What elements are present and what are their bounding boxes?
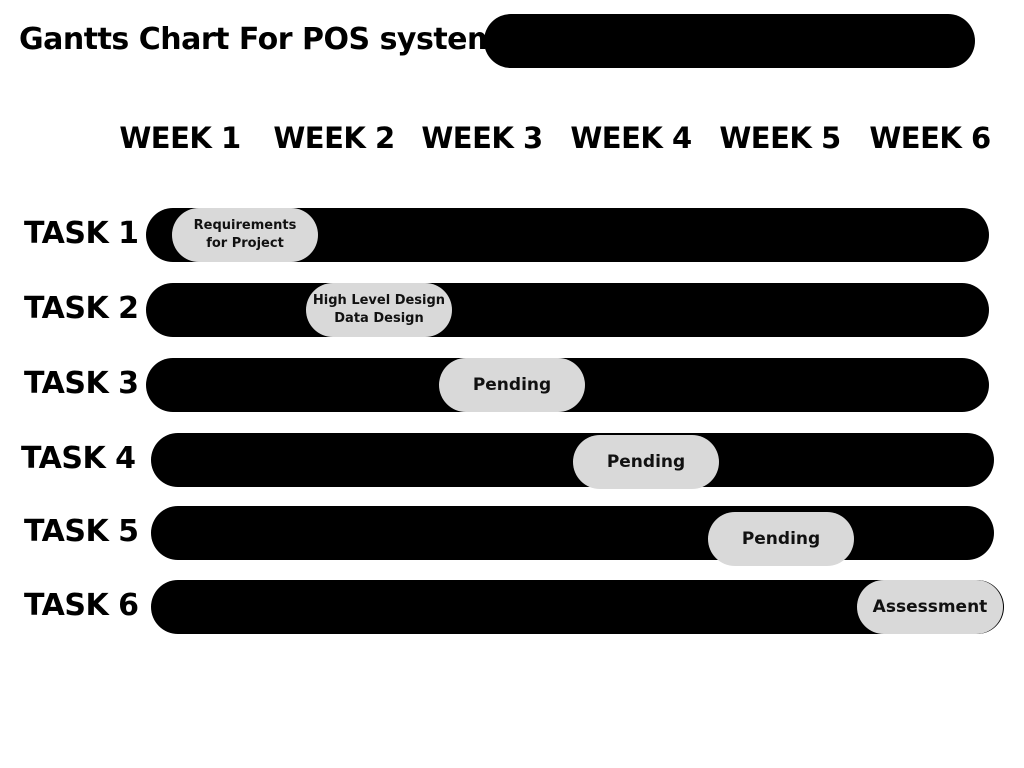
week-label: WEEK 2 xyxy=(273,121,395,155)
task-bar-text: Assessment xyxy=(873,596,988,619)
task-bar-label: High Level Design xyxy=(312,293,446,309)
task-bar-label: Data Design xyxy=(334,311,424,326)
week-label: WEEK 3 xyxy=(421,121,543,155)
task-bar-text: Requirements for Project xyxy=(194,217,297,252)
task-bar: Pending xyxy=(439,358,585,412)
task-bar-text: Pending xyxy=(607,451,685,474)
week-label: WEEK 5 xyxy=(719,121,841,155)
task-label: TASK 5 xyxy=(24,514,139,549)
task-bar: Pending xyxy=(573,435,719,489)
task-bar-label: Requirements xyxy=(193,218,297,234)
task-bar-text: Pending xyxy=(742,528,820,551)
task-track xyxy=(151,433,994,487)
chart-title: Gantts Chart For POS system xyxy=(19,22,498,57)
task-bar-label: Assessment xyxy=(872,596,988,617)
task-bar-text: Pending xyxy=(473,374,551,397)
week-label: WEEK 1 xyxy=(119,121,241,155)
task-bar-label: for Project xyxy=(206,236,284,251)
task-label: TASK 4 xyxy=(21,441,136,476)
task-bar: Pending xyxy=(708,512,854,566)
task-track xyxy=(146,283,989,337)
task-bar: Assessment xyxy=(857,580,1003,634)
task-bar-label: Pending xyxy=(472,374,552,395)
week-label: WEEK 6 xyxy=(869,121,991,155)
title-decoration-bar xyxy=(484,14,975,68)
task-bar-label: Pending xyxy=(606,451,686,472)
task-track xyxy=(151,506,994,560)
task-label: TASK 6 xyxy=(24,588,139,623)
task-label: TASK 1 xyxy=(24,216,139,251)
task-bar-label: Pending xyxy=(741,528,821,549)
task-bar: Requirements for Project xyxy=(172,208,318,262)
week-label: WEEK 4 xyxy=(570,121,692,155)
task-label: TASK 3 xyxy=(24,366,139,401)
task-label: TASK 2 xyxy=(24,291,139,326)
